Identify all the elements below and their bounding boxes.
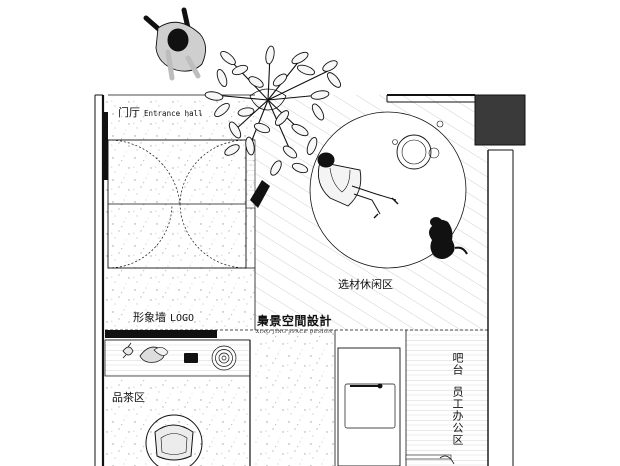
- person-icon: [143, 7, 206, 81]
- structural-column: [474, 94, 526, 146]
- tea-counter: [104, 339, 251, 377]
- entrance-doors: [107, 139, 270, 269]
- bar-counter: [337, 347, 455, 466]
- lounge-area-label: 选材休闲区: [338, 278, 393, 291]
- walls: [94, 94, 514, 466]
- brand-name-cn: 梟景空間設計: [256, 314, 332, 328]
- bar-label: 吧台: [451, 352, 464, 376]
- person-icon: [317, 152, 399, 219]
- entrance-wall-segment: [104, 112, 108, 180]
- brand-logo: 梟景空間設計 XIAO JING SPACE DESIGN: [256, 312, 333, 335]
- lounge-seating: [309, 111, 467, 269]
- pivot-door-leaf: [250, 180, 270, 208]
- staff-office-label: 员工办公区: [451, 386, 464, 446]
- dog-icon: [429, 217, 468, 259]
- round-cushion: [211, 345, 237, 371]
- chair-icon: [145, 414, 203, 466]
- stone-ornament: [153, 347, 169, 356]
- tree-icon: [204, 45, 341, 176]
- plant-icon: [122, 342, 134, 359]
- tea-tray: [184, 353, 198, 363]
- logo-wall-panel: [105, 330, 217, 338]
- tea-area-label: 品茶区: [112, 391, 145, 404]
- brand-name-en: XIAO JING SPACE DESIGN: [256, 330, 333, 335]
